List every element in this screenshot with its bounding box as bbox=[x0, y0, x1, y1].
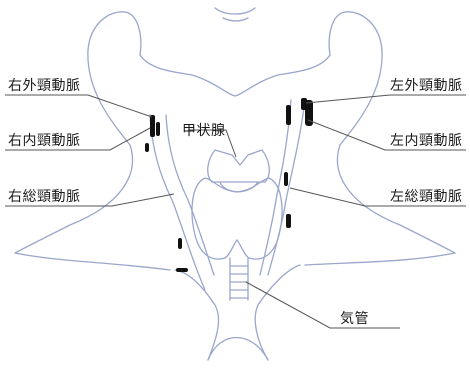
label-right-internal-carotid: 右内頸動脈 bbox=[8, 133, 81, 149]
plaque-mark bbox=[145, 143, 149, 152]
plaque-mark bbox=[156, 122, 160, 136]
plaque-mark bbox=[305, 100, 313, 126]
subclavian-left bbox=[255, 265, 300, 360]
label-left-common-carotid: 左総頸動脈 bbox=[390, 189, 463, 205]
label-left-internal-carotid: 左内頸動脈 bbox=[390, 133, 463, 149]
lip bbox=[223, 18, 248, 21]
plaque-mark bbox=[286, 214, 291, 228]
plaque-mark bbox=[178, 238, 182, 249]
plaque-marks bbox=[145, 98, 313, 272]
plaque-mark bbox=[286, 105, 291, 125]
plaque-mark bbox=[284, 172, 288, 186]
subclavian-right bbox=[175, 270, 219, 360]
label-trachea: 気管 bbox=[340, 311, 369, 327]
label-right-external-carotid: 右外頸動脈 bbox=[8, 78, 81, 94]
leader-lines bbox=[5, 95, 466, 328]
label-right-common-carotid: 右総頸動脈 bbox=[8, 189, 81, 205]
leader-left-external bbox=[306, 95, 466, 103]
clavicle-right bbox=[305, 253, 455, 265]
thyroid-gland bbox=[192, 178, 282, 259]
clavicle-left bbox=[15, 253, 170, 270]
plaque-mark bbox=[150, 115, 155, 137]
trachea bbox=[230, 258, 248, 300]
head-outline-right bbox=[329, 12, 382, 55]
mouth bbox=[215, 8, 255, 14]
jaw-line bbox=[140, 55, 330, 96]
right-carotid-vessel bbox=[150, 115, 205, 290]
label-left-external-carotid: 左外頸動脈 bbox=[390, 78, 463, 94]
thyroid-cartilage bbox=[208, 150, 270, 182]
head-outline-left bbox=[88, 12, 141, 55]
leader-trachea bbox=[246, 282, 400, 328]
leader-right-external bbox=[5, 95, 152, 117]
plaque-mark bbox=[176, 268, 188, 272]
label-thyroid: 甲状腺 bbox=[182, 123, 226, 139]
